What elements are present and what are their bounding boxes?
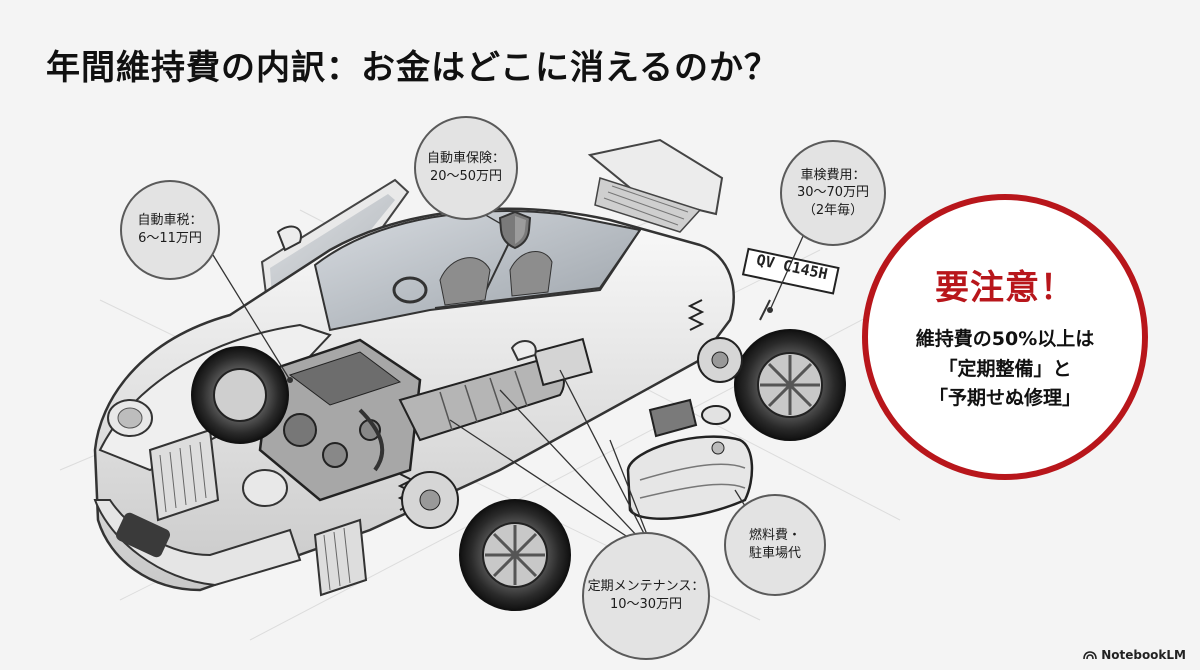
warning-line-3: 「予期せぬ修理」 xyxy=(928,387,1081,410)
inspection-value: 30〜70万円 xyxy=(796,185,870,201)
bubble-maintenance: 定期メンテナンス： 10〜30万円 xyxy=(582,532,710,660)
car-tax-value: 6〜11万円 xyxy=(138,231,202,246)
maintenance-label: 定期メンテナンス： xyxy=(587,579,705,595)
insurance-value: 20〜50万円 xyxy=(429,169,503,184)
inspection-label: 車検費用： xyxy=(800,167,866,183)
notebooklm-logo-icon xyxy=(1083,650,1097,659)
maintenance-value: 10〜30万円 xyxy=(609,597,683,612)
bubble-car-tax: 自動車税： 6〜11万円 xyxy=(120,180,220,280)
slide-title: 年間維持費の内訳：お金はどこに消えるのか？ xyxy=(46,48,779,88)
wheels xyxy=(191,329,846,611)
bubble-car-insurance: 自動車保険： 20〜50万円 xyxy=(414,116,518,220)
warning-title: 要注意！ xyxy=(935,268,1075,309)
inspection-note: （2年毎） xyxy=(802,202,864,218)
car-tax-label: 自動車税： xyxy=(137,213,203,229)
rear-spoiler xyxy=(587,138,724,233)
engine xyxy=(258,338,422,502)
insurance-label: 自動車保険： xyxy=(426,151,505,167)
radiators xyxy=(148,428,368,597)
warning-callout: 要注意！ 維持費の50%以上は 「定期整備」と 「予期せぬ修理」 xyxy=(862,194,1148,480)
fuel-tank xyxy=(626,435,754,520)
shield-icon xyxy=(498,210,532,250)
parking-label: 駐車場代 xyxy=(748,546,801,561)
brand-watermark: NotebookLM xyxy=(1083,648,1186,662)
bubble-fuel-parking: 燃料費・ 駐車場代 xyxy=(724,494,826,596)
fuel-label: 燃料費・ xyxy=(748,528,801,544)
warning-line-2: 「定期整備」と xyxy=(938,357,1072,380)
brand-name: NotebookLM xyxy=(1101,648,1186,662)
warning-line-1: 維持費の50%以上は xyxy=(915,328,1095,351)
bubble-inspection-cost: 車検費用： 30〜70万円 （2年毎） xyxy=(780,140,886,246)
